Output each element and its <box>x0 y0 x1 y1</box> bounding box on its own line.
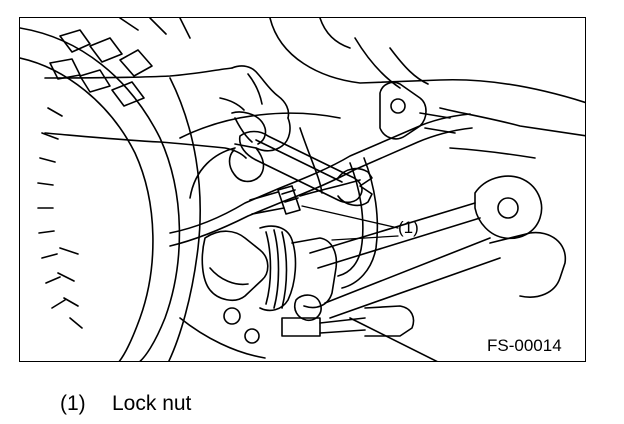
tire-drawing <box>20 18 201 361</box>
hand-drawing <box>44 65 291 183</box>
body-outline-drawing <box>269 18 585 194</box>
stabilizer-bar-drawing <box>169 113 473 289</box>
callout-leader-lines <box>301 205 399 241</box>
mount-bracket-drawing <box>379 81 536 159</box>
hub-drawing <box>179 112 341 359</box>
wrench-drawing <box>238 130 373 207</box>
caption-number: (1) <box>60 392 86 415</box>
caption: (1) Lock nut <box>60 393 191 415</box>
illustration-frame <box>19 17 586 362</box>
callout-label-1: (1) <box>398 218 419 237</box>
figure-code: FS-00014 <box>487 336 562 355</box>
lock-nut-drawing <box>249 179 361 215</box>
lateral-link-drawing <box>309 175 566 361</box>
ball-joint-drawing <box>281 294 415 337</box>
suspension-line-drawing <box>20 18 585 361</box>
caption-text: Lock nut <box>112 392 192 415</box>
drive-boot-drawing <box>259 225 338 312</box>
